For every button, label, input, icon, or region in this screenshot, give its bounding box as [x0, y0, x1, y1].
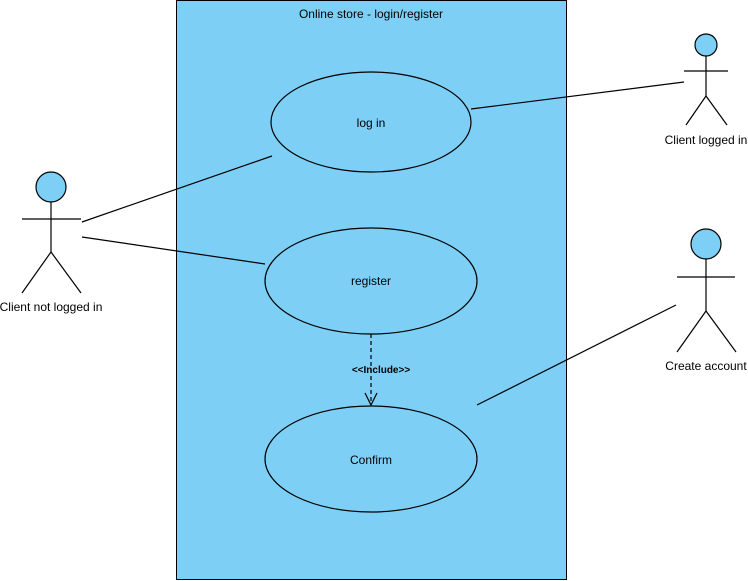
actor-create-account-label: Create account	[665, 359, 747, 373]
actor-client-not-logged-in[interactable]: Client not logged in	[0, 171, 102, 314]
actor-head-icon	[690, 228, 722, 260]
system-title: Online store - login/register	[299, 7, 443, 21]
actor-client-not-logged-in-label: Client not logged in	[0, 300, 102, 314]
association-client-not-logged-in-login[interactable]	[81, 155, 273, 223]
association-create-account-confirm[interactable]	[476, 304, 677, 406]
actor-client-logged-in-label: Client logged in	[665, 133, 748, 147]
use-case-login-label: log in	[357, 116, 386, 130]
actor-head-icon	[694, 33, 718, 57]
actor-head-icon	[35, 171, 67, 203]
actor-client-logged-in[interactable]: Client logged in	[665, 33, 748, 147]
use-case-confirm[interactable]: Confirm	[264, 405, 478, 513]
include-arrowhead	[364, 392, 378, 407]
actor-create-account[interactable]: Create account	[665, 228, 747, 373]
use-case-login[interactable]: log in	[270, 71, 472, 173]
association-client-logged-in-login[interactable]	[470, 81, 685, 110]
use-case-confirm-label: Confirm	[350, 453, 392, 467]
use-case-register-label: register	[351, 274, 391, 288]
use-case-register[interactable]: register	[264, 227, 478, 335]
include-label: <<Include>>	[352, 365, 411, 376]
association-client-not-logged-in-register[interactable]	[81, 236, 266, 265]
